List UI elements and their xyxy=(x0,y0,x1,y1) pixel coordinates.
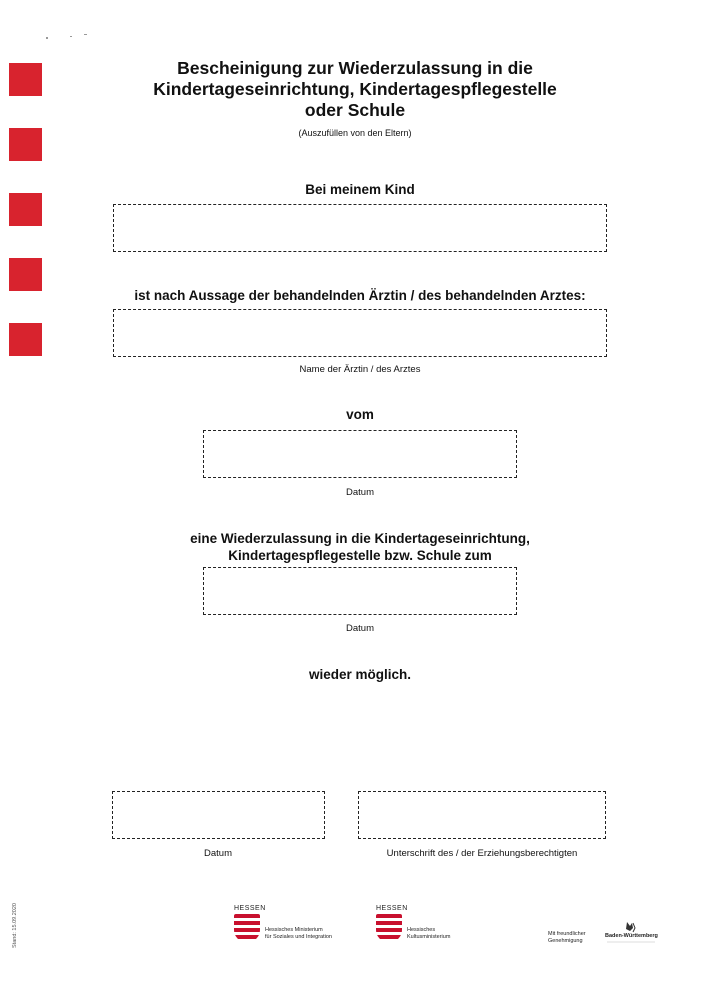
from-date-field[interactable] xyxy=(204,431,516,477)
bw-text: Baden-Württemberg xyxy=(605,933,658,939)
signature-field[interactable] xyxy=(359,792,605,838)
bw-emblem-icon xyxy=(607,922,655,943)
stand-date: Stand: 15.09.2020 xyxy=(12,903,18,948)
signing-date-field[interactable] xyxy=(113,792,324,838)
child-name-box[interactable] xyxy=(113,204,607,252)
readmission-date-field[interactable] xyxy=(204,568,516,614)
readmission-line-1: eine Wiederzulassung in die Kindertagese… xyxy=(190,531,530,546)
logo1-line-1: Hessisches Ministerium xyxy=(265,927,323,933)
doctor-statement: ist nach Aussage der behandelnden Ärztin… xyxy=(134,288,586,303)
title-line-1: Bescheinigung zur Wiederzulassung in die xyxy=(177,58,533,78)
signing-date-box[interactable] xyxy=(112,791,325,839)
hessen-lion-icon xyxy=(234,914,260,942)
from-date-box[interactable] xyxy=(203,430,517,478)
logo2-text: Hessisches Kultusministerium xyxy=(407,927,450,940)
doctor-name-field[interactable] xyxy=(114,310,606,356)
title-line-3: oder Schule xyxy=(304,100,406,120)
hessen-culture-ministry-logo: HESSEN Hessisches Kultusministerium xyxy=(374,905,484,950)
scan-speck xyxy=(84,34,87,35)
red-margin-block-2 xyxy=(9,128,42,161)
scan-speck xyxy=(70,36,72,37)
signature-caption: Unterschrift des / der Erziehungsberecht… xyxy=(386,848,578,859)
scan-speck xyxy=(46,37,48,39)
hessen-lion-icon xyxy=(376,914,402,942)
form-subtitle: (Auszufüllen von den Eltern) xyxy=(298,128,412,138)
baden-wuerttemberg-logo: Baden-Württemberg xyxy=(605,920,661,946)
form-title: Bescheinigung zur Wiederzulassung in die… xyxy=(110,58,600,121)
courtesy-text: Mit freundlicher Genehmigung xyxy=(548,931,586,944)
logo1-text: Hessisches Ministerium für Soziales und … xyxy=(265,927,332,940)
readmission-line-2: Kindertagespflegestelle bzw. Schule zum xyxy=(228,548,492,563)
logo-brand: HESSEN xyxy=(234,905,266,912)
logo2-line-1: Hessisches xyxy=(407,927,436,933)
logo2-line-2: Kultusministerium xyxy=(407,933,451,940)
courtesy-line-1: Mit freundlicher xyxy=(548,931,586,937)
red-margin-block-3 xyxy=(9,193,42,226)
red-margin-block-4 xyxy=(9,258,42,291)
logo-brand: HESSEN xyxy=(376,905,408,912)
child-label: Bei meinem Kind xyxy=(305,182,415,197)
red-margin-block-5 xyxy=(9,323,42,356)
readmission-date-caption: Datum xyxy=(346,623,374,634)
from-date-caption: Datum xyxy=(346,487,374,498)
readmission-statement: eine Wiederzulassung in die Kindertagese… xyxy=(110,530,610,564)
child-name-field[interactable] xyxy=(114,205,606,251)
courtesy-line-2: Genehmigung xyxy=(548,937,583,944)
red-margin-block-1 xyxy=(9,63,42,96)
hessen-social-ministry-logo: HESSEN Hessisches Ministerium für Sozial… xyxy=(232,905,362,950)
from-label: vom xyxy=(346,407,374,422)
signing-date-caption: Datum xyxy=(204,848,232,859)
title-line-2: Kindertageseinrichtung, Kindertagespfleg… xyxy=(153,79,557,99)
doctor-name-box[interactable] xyxy=(113,309,607,357)
readmission-date-box[interactable] xyxy=(203,567,517,615)
doctor-caption: Name der Ärztin / des Arztes xyxy=(299,364,421,375)
possible-label: wieder möglich. xyxy=(308,667,412,682)
signature-box[interactable] xyxy=(358,791,606,839)
logo1-line-2: für Soziales und Integration xyxy=(265,933,332,940)
